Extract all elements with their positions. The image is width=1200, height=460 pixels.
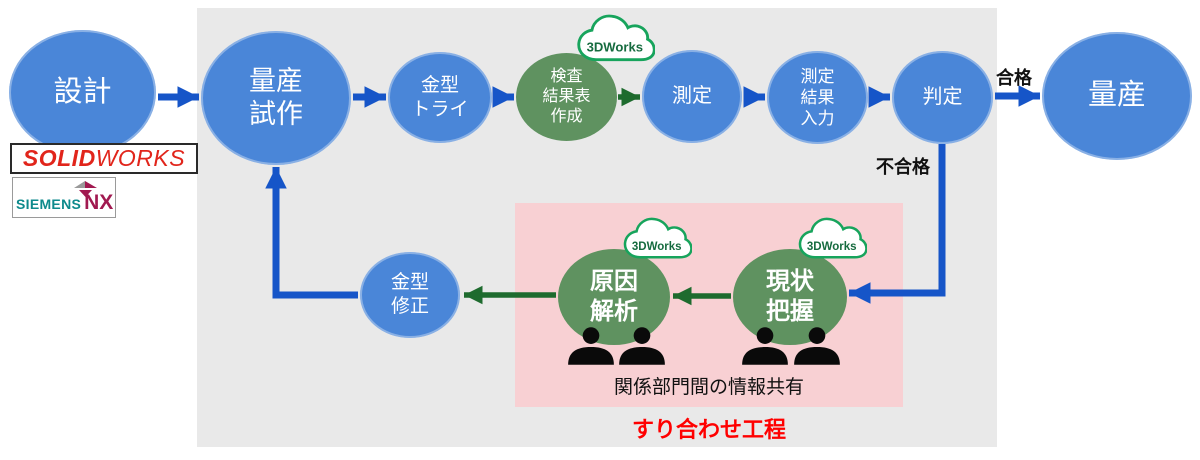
solidworks-logo-light-text: WORKS <box>95 145 186 171</box>
person-icon <box>742 327 788 365</box>
person-icon <box>794 327 840 365</box>
node-mass-production: 量産 <box>1042 32 1192 160</box>
3dworks-cloud-icon: 3DWorks <box>577 14 655 62</box>
person-icon <box>619 327 665 365</box>
3dworks-cloud-icon: 3DWorks <box>623 217 692 259</box>
info-sharing-caption: 関係部門間の情報共有 <box>613 377 804 398</box>
3dworks-cloud-label: 3DWorks <box>587 39 643 54</box>
siemens-nx-logo: SIEMENS NX <box>12 177 116 218</box>
arrow-judge-fail-to-status <box>849 144 946 304</box>
node-mass-production-trial: 量産 試作 <box>201 31 351 165</box>
fail-label: 不合格 <box>876 157 930 177</box>
node-mold-correction: 金型 修正 <box>360 252 460 338</box>
3dworks-cloud-label: 3DWorks <box>807 241 857 253</box>
node-design: 設計 <box>9 30 156 155</box>
fitting-process-caption: すり合わせ工程 <box>631 417 786 442</box>
arrow-moldfix-to-trial <box>265 167 358 299</box>
solidworks-logo-bold-text: SOLID <box>22 145 96 171</box>
node-current-status-grasp: 現状 把握 <box>733 249 847 345</box>
node-inspection-sheet-creation: 検査 結果表 作成 <box>516 53 617 141</box>
node-cause-analysis: 原因 解析 <box>558 249 670 345</box>
siemens-nx-logo-mark <box>74 181 97 197</box>
node-measurement-result-input: 測定 結果 入力 <box>767 51 868 144</box>
nx-logo-text: NX <box>84 191 114 214</box>
3dworks-cloud-icon: 3DWorks <box>798 217 867 259</box>
pass-label: 合格 <box>996 68 1032 88</box>
3dworks-cloud-label: 3DWorks <box>632 241 682 253</box>
siemens-logo-text: SIEMENS <box>16 196 82 212</box>
node-judgment: 判定 <box>892 51 993 144</box>
node-mold-try: 金型 トライ <box>388 52 492 143</box>
person-icon <box>568 327 614 365</box>
node-measurement: 測定 <box>642 50 742 143</box>
